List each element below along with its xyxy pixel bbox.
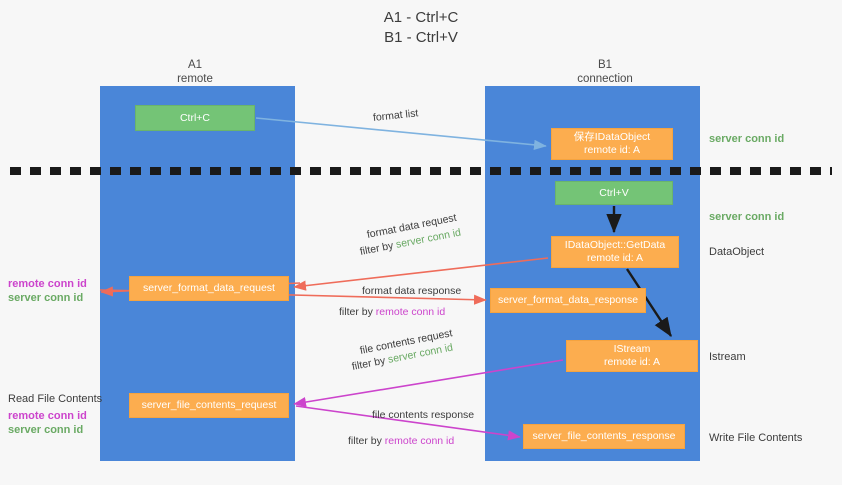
node-ctrl-c-label: Ctrl+C (179, 111, 211, 124)
remote-conn-id-text: remote conn id (375, 306, 446, 318)
annotation-remote-conn-id: remote conn id (8, 410, 87, 422)
remote-conn-id-text: remote conn id (384, 435, 455, 447)
column-header-a1: A1 remote (120, 58, 270, 86)
node-server-file-contents-response-label: server_file_contents_response (532, 430, 676, 442)
annotation-dataobject: DataObject (709, 246, 765, 258)
node-save-idataobject-line2: remote id: A (583, 144, 641, 156)
annotation-conn-ids-bottom: remote conn id server conn id (8, 409, 100, 437)
column-a1-sub: remote (177, 73, 213, 85)
annotation-server-conn-id-mid: server conn id (709, 211, 785, 223)
title-line-1: A1 - Ctrl+C (383, 9, 459, 26)
column-b1-name: B1 (597, 59, 613, 71)
edge-label-format-data-response: format data response (362, 285, 462, 297)
node-server-file-contents-response[interactable]: server_file_contents_response (523, 424, 685, 449)
node-save-idataobject[interactable]: 保存IDataObject remote id: A (551, 128, 673, 160)
column-header-b1: B1 connection (530, 58, 680, 86)
node-server-file-contents-request-label: server_file_contents_request (141, 399, 277, 411)
node-server-format-data-request[interactable]: server_format_data_request (129, 276, 289, 301)
node-istream-line1: IStream (613, 343, 651, 355)
node-save-idataobject-line1: 保存IDataObject (573, 131, 651, 143)
filter-by-text: filter by (339, 306, 376, 318)
filter-by-text: filter by (358, 239, 398, 258)
filter-by-text: filter by (348, 435, 385, 447)
node-server-format-data-response[interactable]: server_format_data_response (490, 288, 646, 313)
annotation-conn-ids-middle: remote conn id server conn id (8, 277, 100, 305)
filter-by-text: filter by (350, 354, 390, 373)
annotation-server-conn-id-top: server conn id (709, 133, 785, 145)
node-idataobject-getdata[interactable]: IDataObject::GetData remote id: A (551, 236, 679, 268)
page-title: A1 - Ctrl+C B1 - Ctrl+V (0, 8, 842, 48)
column-b1-sub: connection (577, 73, 633, 85)
edge-label-format-data-response-filter: filter by remote conn id (339, 305, 445, 319)
annotation-istream: Istream (709, 351, 746, 363)
annotation-remote-conn-id: remote conn id (8, 278, 87, 290)
edge-label-file-contents-response-filter: filter by remote conn id (348, 434, 454, 448)
node-ctrl-v[interactable]: Ctrl+V (555, 181, 673, 205)
title-line-2: B1 - Ctrl+V (384, 29, 458, 46)
node-server-format-data-request-label: server_format_data_request (143, 282, 275, 294)
annotation-read-file-contents: Read File Contents (8, 393, 103, 405)
node-ctrl-v-label: Ctrl+V (599, 186, 629, 199)
edge-label-format-list: format list (372, 107, 419, 124)
column-a1-name: A1 (187, 59, 203, 71)
node-idataobject-getdata-line1: IDataObject::GetData (564, 239, 666, 251)
annotation-server-conn-id: server conn id (8, 424, 84, 436)
node-server-file-contents-request[interactable]: server_file_contents_request (129, 393, 289, 418)
node-ctrl-c[interactable]: Ctrl+C (135, 105, 255, 131)
edge-label-file-contents-response: file contents response (372, 409, 475, 421)
annotation-write-file-contents: Write File Contents (709, 432, 803, 444)
annotation-server-conn-id: server conn id (8, 292, 84, 304)
node-server-format-data-response-label: server_format_data_response (497, 294, 639, 306)
node-istream-line2: remote id: A (603, 356, 661, 368)
node-idataobject-getdata-line2: remote id: A (586, 252, 644, 264)
node-istream[interactable]: IStream remote id: A (566, 340, 698, 372)
